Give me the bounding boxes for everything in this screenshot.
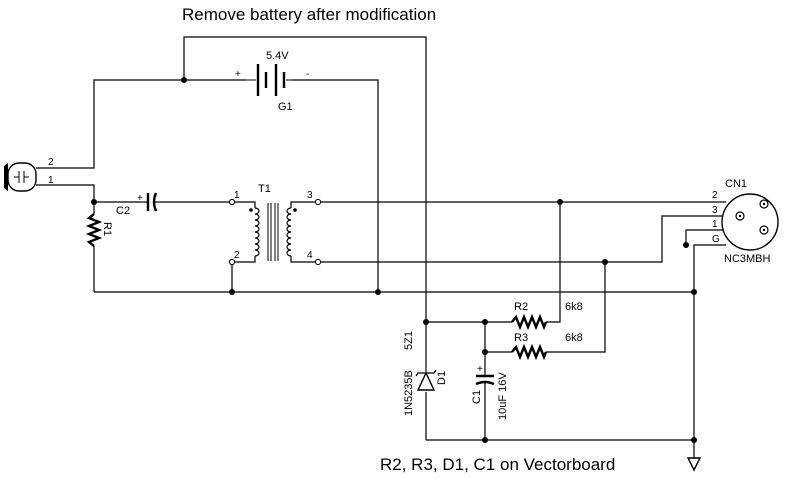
cn1-pin2: 2 <box>712 190 718 201</box>
title-note: Remove battery after modification <box>182 5 436 24</box>
d1-ref: D1 <box>436 371 448 385</box>
junction-dot <box>482 319 488 325</box>
wire-t1-pin2 <box>231 256 256 292</box>
c1-ref: C1 <box>471 390 483 404</box>
capacitor-c1: + C1 10uF 16V <box>471 364 509 420</box>
capacitor-c2: C2 + <box>116 192 160 217</box>
transformer-t1: T1 1 2 3 4 <box>228 183 322 266</box>
junction-dot <box>375 289 381 295</box>
resistor-r2: R2 6k8 <box>511 301 583 331</box>
wire-capsule-pin1 <box>36 184 95 214</box>
mic-capsule: 2 1 <box>4 157 54 192</box>
c1-value: 10uF 16V <box>497 372 509 420</box>
capsule-pin-top: 2 <box>48 157 54 168</box>
t1-pin3: 3 <box>307 190 313 201</box>
footer-note: R2, R3, D1, C1 on Vectorboard <box>380 455 615 474</box>
junction-dot <box>691 437 697 443</box>
r1-ref: R1 <box>101 222 113 236</box>
t1-pin1: 1 <box>234 190 240 201</box>
battery-plus: + <box>235 69 241 80</box>
cn1-part: NC3MBH <box>724 253 771 265</box>
junction-dot <box>482 437 488 443</box>
d1-value: 5Z1 <box>403 331 415 350</box>
t1-pin4: 4 <box>307 250 313 261</box>
junction-dot <box>691 289 697 295</box>
t1-ref: T1 <box>258 183 271 195</box>
wire-capsule-pin2 <box>36 79 246 169</box>
junction-dot <box>181 77 187 83</box>
c2-plus: + <box>137 193 143 204</box>
cn1-pin-g: G <box>712 234 720 245</box>
wire-t1-pin4 <box>290 215 726 263</box>
cn1-ref: CN1 <box>725 178 747 190</box>
r2-value: 6k8 <box>565 301 583 313</box>
battery-minus: - <box>306 69 309 80</box>
wire-t1-pin1 <box>232 201 256 208</box>
junction-dot <box>482 349 488 355</box>
wire-top-loop <box>183 36 427 322</box>
wire-xlr-ground <box>693 244 726 292</box>
wire-r2-out <box>546 202 561 323</box>
battery-ref: G1 <box>278 101 293 113</box>
xlr-connector-cn1: CN1 NC3MBH 2 3 1 G <box>712 178 779 265</box>
wire-t1-pin3 <box>290 201 726 208</box>
wire-battery-negative <box>292 79 379 292</box>
junction-dot <box>91 199 97 205</box>
junction-dot <box>683 242 689 248</box>
wire-r3-in <box>484 322 512 353</box>
battery-g1: 5.4V G1 + - <box>235 50 309 113</box>
c1-plus: + <box>477 364 483 375</box>
wires <box>36 36 726 458</box>
ground-icon <box>686 457 702 472</box>
r3-value: 6k8 <box>565 332 583 344</box>
d1-part: 1N5235B <box>403 370 415 416</box>
r3-ref: R3 <box>514 332 528 344</box>
junction-dot <box>602 259 608 265</box>
c2-ref: C2 <box>116 205 130 217</box>
junction-dot <box>229 289 235 295</box>
r2-ref: R2 <box>514 301 528 313</box>
junctions <box>91 77 697 443</box>
t1-pin2: 2 <box>234 250 240 261</box>
junction-dot <box>557 199 563 205</box>
resistor-r1: R1 <box>85 213 113 247</box>
zener-diode-d1: D1 1N5235B 5Z1 <box>403 331 448 416</box>
battery-value: 5.4V <box>266 50 289 62</box>
cn1-pin1: 1 <box>712 219 718 230</box>
wire-xlr-pin1 <box>685 229 726 245</box>
wire-r3-out <box>546 262 606 353</box>
capsule-pin-bottom: 1 <box>48 175 54 186</box>
resistor-r3: R3 6k8 <box>511 332 583 361</box>
junction-dot <box>423 319 429 325</box>
cn1-pin3: 3 <box>712 205 718 216</box>
